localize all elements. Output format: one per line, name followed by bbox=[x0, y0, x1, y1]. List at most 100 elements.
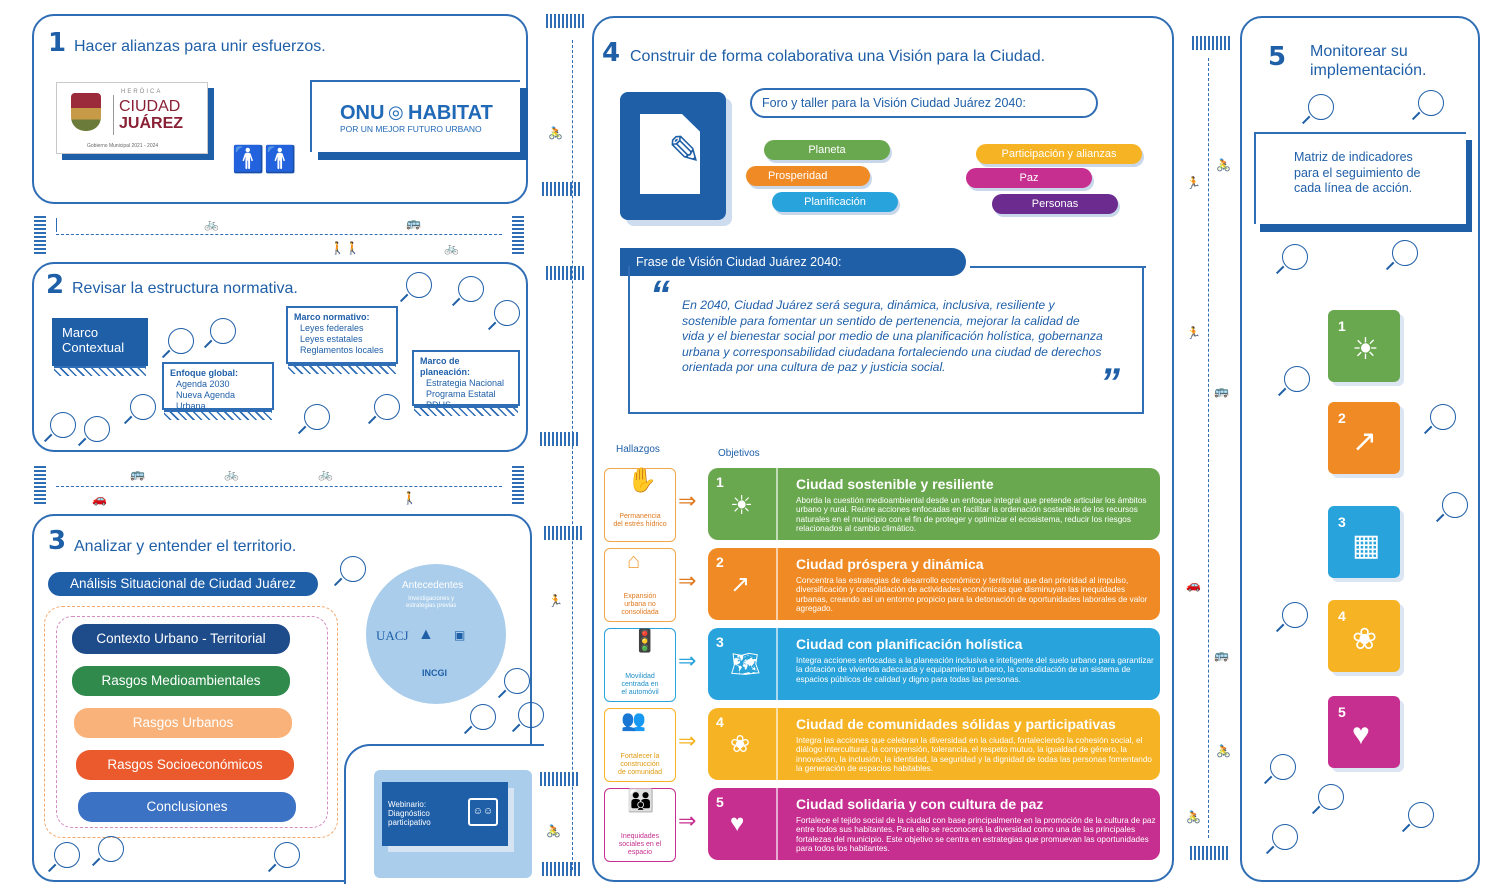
hallazgo-5: 👪 Inequidades sociales en el espacio bbox=[604, 788, 676, 862]
matriz-box: Matriz de indicadores para el seguimient… bbox=[1254, 132, 1466, 224]
road-marking bbox=[546, 14, 586, 28]
objetivos-label: Objetivos bbox=[718, 448, 760, 459]
magnifier-icon bbox=[130, 394, 156, 420]
road-marking bbox=[1192, 36, 1232, 50]
juarez-bottom: Gobierno Municipal 2021 - 2024 bbox=[87, 143, 159, 149]
step2-panel: 2 Revisar la estructura normativa. Marco… bbox=[32, 262, 528, 452]
walker-icon: 🚶 bbox=[402, 491, 417, 505]
bus-icon: 🚌 bbox=[130, 467, 145, 481]
magnifier-icon bbox=[1282, 602, 1308, 628]
sun-water-icon: ☀ bbox=[730, 490, 754, 520]
road-marking bbox=[34, 216, 46, 254]
video-call-icon: ☺☺ bbox=[468, 798, 498, 826]
magnifier-icon bbox=[1270, 754, 1296, 780]
objetivo-3-icon-box: 3🗺 bbox=[708, 628, 778, 700]
magnifier-icon bbox=[504, 668, 530, 694]
bike-icon: 🚴 bbox=[546, 824, 561, 838]
sdg-3: 3▦ bbox=[1328, 506, 1400, 578]
dotted-frame bbox=[44, 606, 338, 838]
normativo-billboard: Marco normativo: Leyes federales Leyes e… bbox=[286, 306, 398, 364]
sdg-5-number: 5 bbox=[1338, 704, 1346, 720]
magnifier-icon bbox=[168, 328, 194, 354]
juarez-top: HERÓICA bbox=[121, 89, 163, 95]
hallazgo-3-text: Movilidad centrada en el automóvil bbox=[621, 673, 659, 696]
planeacion-title: Marco de planeación: bbox=[420, 356, 471, 377]
onu-line1: ONU bbox=[340, 102, 385, 124]
step2-title: Revisar la estructura normativa. bbox=[72, 280, 298, 297]
tag-participacion: Participación y alianzas bbox=[976, 144, 1142, 164]
objetivo-4-number: 4 bbox=[716, 714, 724, 730]
arrow-icon: ⇒ bbox=[678, 488, 697, 513]
sdg-2-number: 2 bbox=[1338, 410, 1346, 426]
frase-top-line bbox=[970, 266, 1146, 268]
community-icon: 👥 bbox=[621, 710, 646, 732]
magnifier-icon bbox=[1284, 366, 1310, 392]
billboard-legs bbox=[54, 366, 146, 376]
car-icon: 🚗 bbox=[92, 492, 107, 506]
step3-title: Analizar y entender el territorio. bbox=[74, 538, 297, 555]
magnifier-icon bbox=[84, 416, 110, 442]
tag-personas: Personas bbox=[992, 194, 1118, 214]
quote-open-icon: “ bbox=[650, 273, 670, 317]
road-marking bbox=[544, 526, 584, 540]
hallazgo-3: 🚦 Movilidad centrada en el automóvil bbox=[604, 628, 676, 702]
analisis-item-4: Rasgos Socioeconómicos bbox=[76, 750, 294, 780]
juarez-shield-icon bbox=[71, 93, 101, 131]
hallazgos-label: Hallazgos bbox=[616, 444, 660, 455]
sdg-2: 2↗ bbox=[1328, 402, 1400, 474]
marco-contextual-sign: Marco Contextual bbox=[52, 318, 148, 366]
normativo-items: Leyes federales Leyes estatales Reglamen… bbox=[300, 323, 384, 355]
bike-icon: 🚴 bbox=[1216, 744, 1231, 758]
magnifier-icon bbox=[470, 704, 496, 730]
enfoque-title: Enfoque global: bbox=[170, 368, 238, 378]
road-marking bbox=[542, 182, 582, 196]
analisis-item-2: Rasgos Medioambientales bbox=[72, 666, 290, 696]
magnifier-icon bbox=[274, 842, 300, 868]
step2-number: 2 bbox=[46, 270, 65, 300]
bus-icon: 🚌 bbox=[1214, 648, 1229, 662]
growth-chart-icon: ↗ bbox=[730, 571, 751, 598]
magnifier-icon bbox=[1430, 404, 1456, 430]
hallazgo-4-text: Fortalecer la construcción de comunidad bbox=[618, 753, 662, 776]
road-marking bbox=[542, 862, 582, 876]
objetivo-2-icon-box: 2↗ bbox=[708, 548, 778, 620]
hallazgo-2-text: Expansión urbana no consolidada bbox=[621, 593, 659, 616]
road-marking bbox=[546, 266, 586, 280]
hallazgo-5-text: Inequidades sociales en el espacio bbox=[618, 833, 662, 856]
sdg-5: 5♥ bbox=[1328, 696, 1400, 768]
magnifier-icon bbox=[494, 300, 520, 326]
step5-panel: 5 Monitorear su implementación. Matriz d… bbox=[1240, 16, 1480, 882]
road-marking bbox=[540, 432, 580, 446]
objetivo-2: 2↗ Ciudad próspera y dinámica Concentra … bbox=[708, 548, 1160, 620]
step1-title: Hacer alianzas para unir esfuerzos. bbox=[74, 38, 326, 55]
foro-box: Foro y taller para la Visión Ciudad Juár… bbox=[750, 88, 1098, 118]
enfoque-billboard: Enfoque global: Agenda 2030 Nueva Agenda… bbox=[162, 362, 274, 411]
magnifier-icon bbox=[1442, 492, 1468, 518]
road-vertical-dash bbox=[1208, 58, 1209, 838]
road-marking bbox=[540, 772, 580, 786]
bike-icon: 🚲 bbox=[318, 467, 333, 481]
step4-panel: 4 Construir de forma colaborativa una Vi… bbox=[592, 16, 1174, 882]
magnifier-icon bbox=[1282, 244, 1308, 270]
pencil-document-box: ✎ bbox=[620, 92, 726, 220]
hands-circle-icon: ❀ bbox=[1352, 623, 1378, 656]
walker-icon: 🏃 bbox=[1186, 326, 1201, 340]
step3-number: 3 bbox=[48, 526, 67, 556]
magnifier-icon bbox=[1418, 90, 1444, 116]
institution-logo-icon: ▲ bbox=[418, 626, 434, 643]
juarez-logo: HERÓICA CIUDAD JUÁREZ Gobierno Municipal… bbox=[56, 82, 208, 154]
magnifier-icon bbox=[1408, 802, 1434, 828]
bus-icon: 🚌 bbox=[406, 216, 421, 230]
arrow-icon: ⇒ bbox=[678, 568, 697, 593]
frase-title: Frase de Visión Ciudad Juárez 2040: bbox=[620, 248, 966, 276]
matriz-text: Matriz de indicadores para el seguimient… bbox=[1294, 150, 1421, 195]
magnifier-icon bbox=[210, 318, 236, 344]
enfoque-items: Agenda 2030 Nueva Agenda Urbana bbox=[176, 379, 236, 411]
step1-number: 1 bbox=[48, 28, 67, 58]
walker-icon: 🚶🚶 bbox=[330, 241, 360, 255]
water-hand-icon: ✋ bbox=[627, 467, 657, 494]
arrow-icon: ⇒ bbox=[678, 728, 697, 753]
bike-icon: 🚴 bbox=[1186, 810, 1201, 824]
objetivo-5-desc: Fortalece el tejido social de la ciudad … bbox=[796, 816, 1156, 854]
step4-title: Construir de forma colaborativa una Visi… bbox=[630, 48, 1046, 65]
